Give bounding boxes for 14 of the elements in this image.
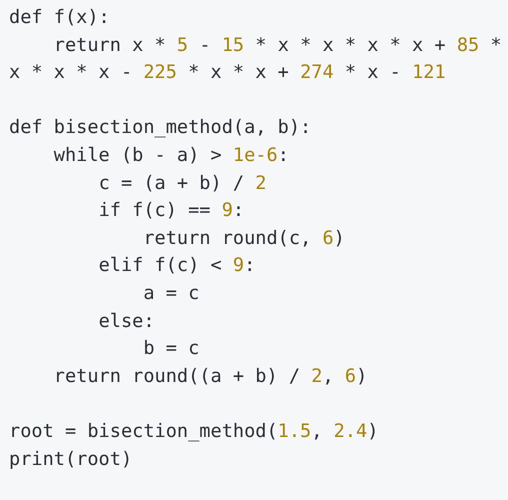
code-line: return round(c, 6) bbox=[142, 226, 346, 251]
code-line: a = c bbox=[142, 282, 200, 306]
code-line: else: bbox=[98, 310, 156, 334]
code-line: root = bisection_method(1.5, 2.4) bbox=[9, 420, 380, 444]
code-line: return x * 5 - 15 * x * x * x * x + 85 * x * x * x - 225 * x * x + 274 * x - 121 bbox=[9, 34, 503, 86]
code-line: while (b - a) > 1e-6: bbox=[52, 144, 290, 168]
code-line: c = (a + b) / 2 bbox=[98, 172, 268, 196]
code-line: return round((a + b) / 2, 6) bbox=[52, 364, 368, 389]
code-line: if f(c) == 9: bbox=[98, 199, 246, 224]
code-line: b = c bbox=[142, 337, 200, 362]
code-line: def f(x): bbox=[9, 6, 111, 30]
code-line: print(root) bbox=[9, 448, 134, 472]
code-line: def bisection_method(a, b): bbox=[9, 116, 312, 140]
code-line: elif f(c) < 9: bbox=[98, 254, 256, 278]
